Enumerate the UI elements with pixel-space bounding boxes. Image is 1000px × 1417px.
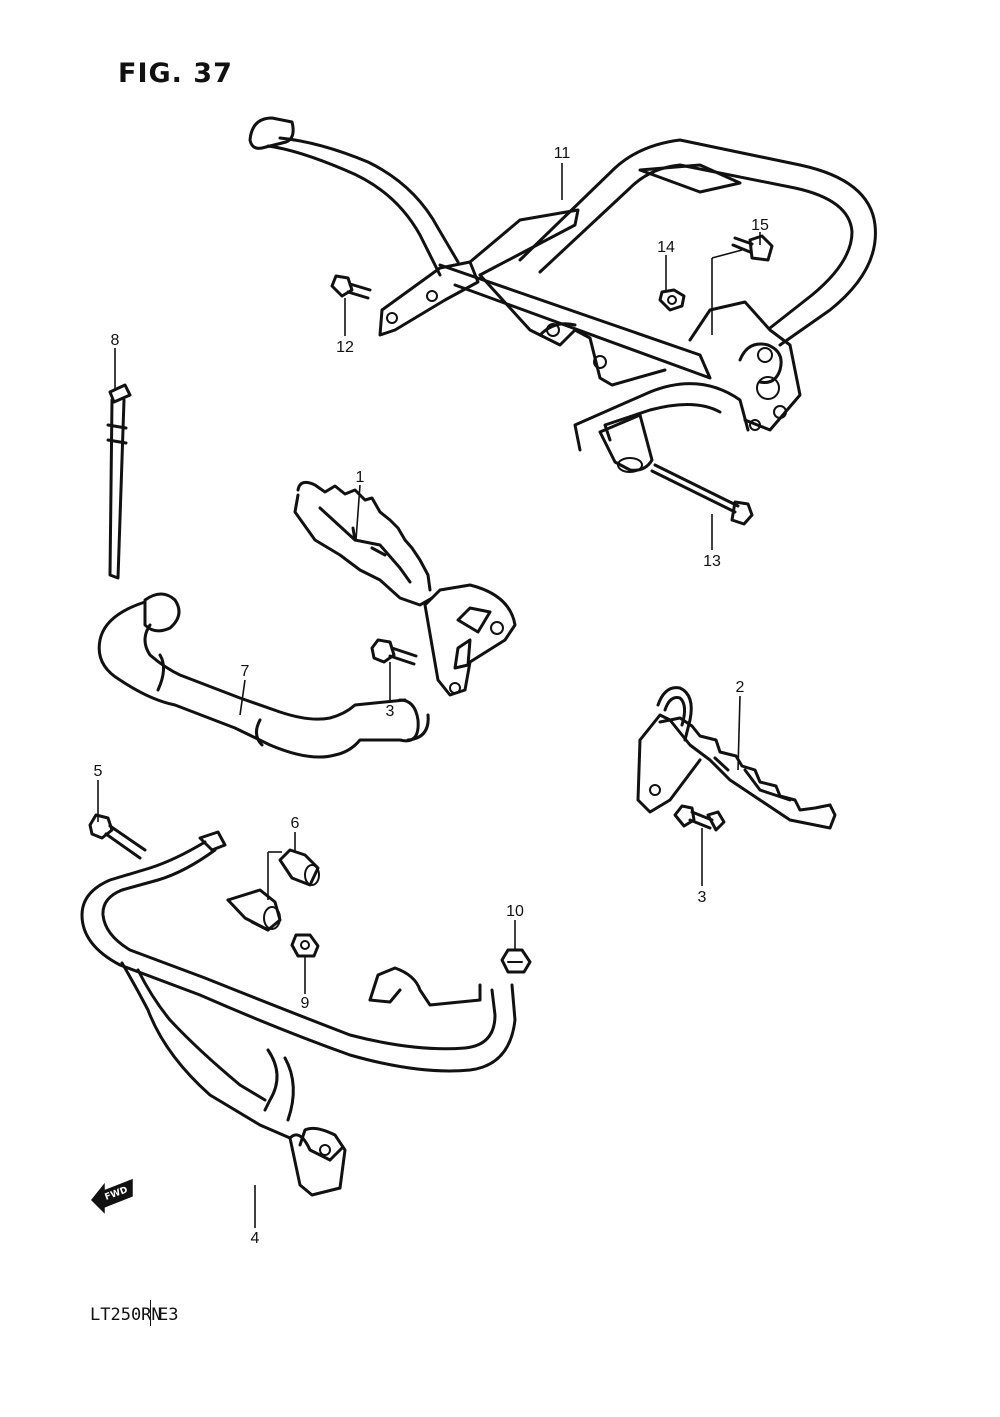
figure-title: FIG. 37 xyxy=(118,58,233,89)
part-3-bolt-right[interactable] xyxy=(673,804,726,832)
part-14-nut[interactable] xyxy=(658,288,686,312)
callout-5: 5 xyxy=(94,763,103,780)
part-11-rear-frame[interactable] xyxy=(248,116,877,473)
callout-15: 15 xyxy=(751,217,769,234)
part-4-bumper-guard[interactable] xyxy=(80,830,517,1197)
part-10-nut[interactable] xyxy=(500,948,532,974)
part-2-footrest-right[interactable] xyxy=(636,686,837,830)
part-13-long-bolt[interactable] xyxy=(650,463,754,526)
fwd-arrow-icon: FWD xyxy=(90,1178,133,1214)
callout-3-left: 3 xyxy=(386,703,395,720)
callout-13: 13 xyxy=(703,553,721,570)
part-12-bolt[interactable] xyxy=(330,274,372,300)
callout-12: 12 xyxy=(336,339,354,356)
part-9-nut[interactable] xyxy=(290,933,320,958)
callout-leaders xyxy=(97,163,761,1228)
callout-11: 11 xyxy=(554,145,571,162)
callout-8: 8 xyxy=(111,332,120,349)
part-15-bolt[interactable] xyxy=(731,234,774,262)
callout-7: 7 xyxy=(241,663,250,680)
part-1-footrest[interactable] xyxy=(293,480,517,697)
callout-labels: 11 15 14 12 13 8 1 3 7 2 3 5 6 9 10 4 xyxy=(94,145,769,1247)
callout-3-right: 3 xyxy=(698,889,707,906)
part-7-cover-sleeve[interactable] xyxy=(97,592,430,759)
model-code: LT250RN xyxy=(90,1305,162,1325)
callout-14: 14 xyxy=(657,239,675,256)
callout-1: 1 xyxy=(356,469,365,486)
callout-4: 4 xyxy=(251,1230,260,1247)
callout-9: 9 xyxy=(301,995,310,1012)
callout-10: 10 xyxy=(506,903,524,920)
callout-2: 2 xyxy=(736,679,745,696)
part-8-cable-tie[interactable] xyxy=(106,383,132,580)
callout-6: 6 xyxy=(291,815,300,832)
footer-divider xyxy=(150,1300,151,1326)
region-code: E3 xyxy=(158,1305,179,1325)
part-3-bolt-left[interactable] xyxy=(370,638,418,666)
part-6-collar[interactable] xyxy=(278,848,320,887)
part-5-bolt[interactable] xyxy=(88,813,147,860)
